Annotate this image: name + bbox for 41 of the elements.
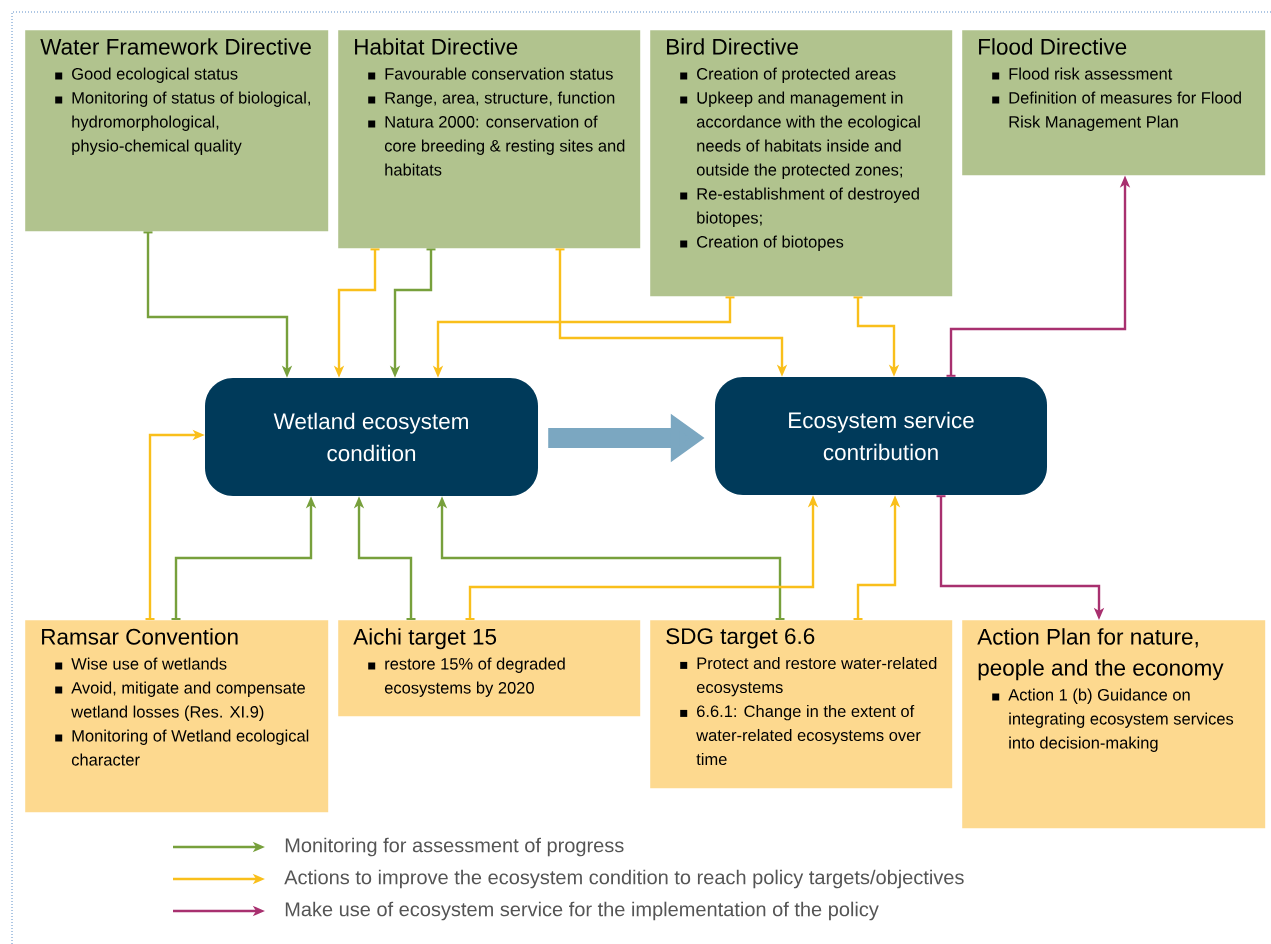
legend-text: Monitoring for assessment of progress — [285, 837, 624, 857]
bullet-text: Upkeep and management in accordance with the ecological needs of habitats inside and outside the protected zones; — [696, 91, 920, 179]
bullet-text: Range, area, structure, function — [385, 91, 615, 107]
rounded-box — [715, 377, 1047, 495]
bullet-text: Monitoring of Wetland ecological character — [71, 729, 309, 766]
legend-text: Actions to improve the ecosystem condition to reach policy targets/objectives — [284, 869, 964, 889]
legend-text: Make use of ecosystem service for the implementation of the policy — [285, 901, 879, 921]
box-heading: Flood Directive — [979, 38, 1127, 55]
box-label: Wetland ecosystem condition — [273, 412, 468, 462]
bullet-text: Wise use of wetlands — [71, 657, 227, 670]
bullet-text: Creation of biotopes — [697, 235, 844, 251]
box-heading: Bird Directive — [667, 38, 798, 55]
policy-box — [338, 620, 641, 717]
policy-box — [650, 620, 953, 789]
box-heading: SDG target 6.6 — [666, 628, 815, 649]
policy-box — [650, 30, 953, 297]
policy-box — [962, 620, 1266, 829]
bullet-text: Protect and restore water-related ecosystems — [696, 656, 937, 697]
bullet-text: Avoid, mitigate and compensate wetland losses (Res. XI.9) — [71, 681, 305, 721]
box-heading: Habitat Directive — [355, 38, 518, 55]
box-heading: Aichi target 15 — [353, 628, 497, 650]
bullet-text: Flood risk assessment — [1009, 67, 1173, 80]
rounded-box — [205, 378, 538, 496]
box-heading: Water Framework Directive — [40, 38, 311, 55]
bullet-text: Natura 2000: conservation of core breeding & resting sites and habitats — [384, 115, 625, 176]
bullet-text: Monitoring of status of biological, hydromorphological, physio-chemical quality — [72, 91, 310, 155]
bullet-text: Favourable conservation status — [385, 67, 613, 80]
box-heading: Ramsar Convention — [42, 628, 238, 645]
policy-box — [962, 30, 1266, 176]
bullet-text: Action 1 (b) Guidance on integrating ecosystem services into decision-making — [1008, 688, 1234, 752]
box-heading: Action Plan for nature, people and the economy — [977, 628, 1224, 681]
policy-box — [25, 620, 329, 813]
box-label: Ecosystem service contribution — [789, 411, 974, 461]
policy-box — [338, 30, 641, 249]
bullet-text: Definition of measures for Flood Risk Management Plan — [1009, 91, 1241, 131]
bullet-text: Creation of protected areas — [697, 67, 896, 83]
policy-box — [25, 30, 329, 232]
bullet-text: restore 15% of degraded ecosystems by 2020 — [384, 657, 565, 697]
bullet-text: Re-establishment of destroyed biotopes; — [697, 187, 919, 227]
bullet-text: 6.6.1: Change in the extent of water-related ecosystems over time — [696, 704, 921, 766]
bullet-text: Good ecological status — [72, 67, 238, 83]
